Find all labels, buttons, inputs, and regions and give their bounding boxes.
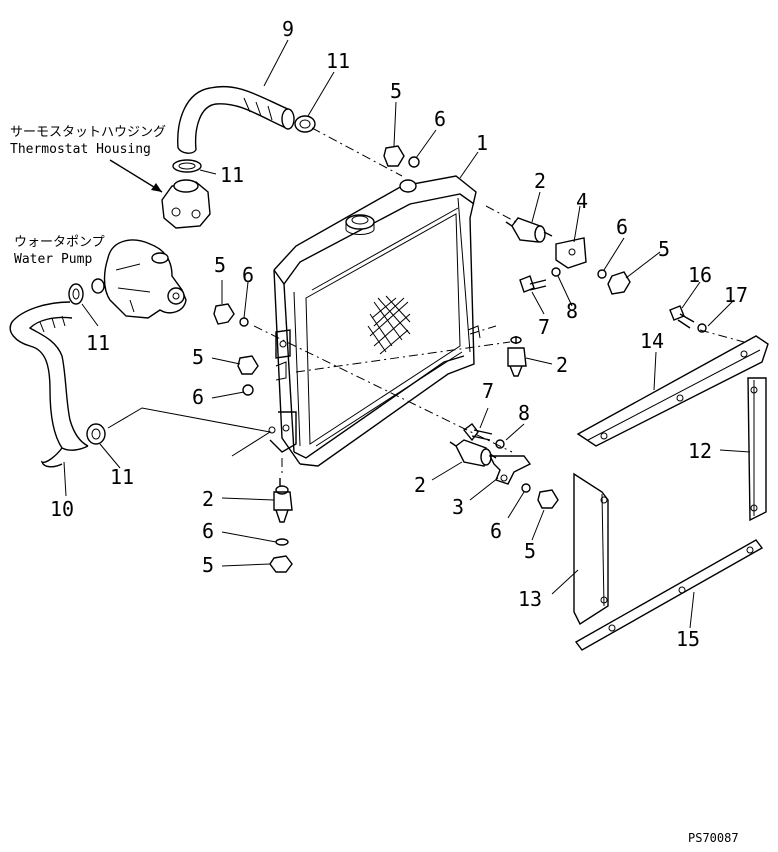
callout-6-right: 6	[616, 215, 628, 239]
nut-5-left-upper	[213, 303, 235, 325]
mount-top-right	[505, 217, 553, 243]
washer-6-bottom	[275, 538, 289, 546]
thermostat-arrowhead	[151, 183, 162, 192]
callout-11-bottom: 11	[110, 465, 134, 489]
callout-1-radiator: 1	[476, 131, 488, 155]
radiator	[268, 175, 481, 467]
callout-5-bottom: 5	[202, 553, 214, 577]
pump-outlet-pipe	[91, 278, 105, 294]
nut-5-lower-right	[537, 489, 559, 509]
washer-6-top-right	[597, 269, 607, 279]
callout-16: 16	[688, 263, 712, 287]
lower-hose	[9, 301, 89, 468]
callout-7-upper: 7	[538, 315, 550, 339]
strip-15	[574, 539, 764, 651]
thermostat-pointer-arrow	[109, 159, 163, 193]
thermostat-label-jp: サーモスタットハウジング	[10, 125, 166, 140]
callout-6-left-middle: 6	[192, 385, 204, 409]
callout-11-pump: 11	[86, 331, 110, 355]
plate-13	[573, 472, 609, 626]
hose-clamp-bottom	[86, 423, 106, 445]
callout-6-bottom: 6	[202, 519, 214, 543]
callout-11-thermostat: 11	[220, 163, 244, 187]
callout-5-left-middle: 5	[192, 345, 204, 369]
water-pump	[103, 239, 187, 319]
callout-10: 10	[50, 497, 74, 521]
callout-4: 4	[576, 189, 588, 213]
callout-15: 15	[676, 627, 700, 651]
radiator-core-hatch	[367, 295, 411, 355]
callout-5-lower-right: 5	[524, 539, 536, 563]
bracket-4	[555, 237, 587, 269]
radiator-upper-inlet	[399, 179, 417, 193]
washer-6-left-upper	[239, 317, 249, 327]
callout-14: 14	[640, 329, 664, 353]
washer-6-left-middle	[242, 384, 254, 396]
mount-right-middle	[507, 336, 527, 377]
callout-17: 17	[724, 283, 748, 307]
upper-hose	[177, 85, 295, 154]
nut-5-top-right	[607, 271, 631, 295]
thermostat-label-en: Thermostat Housing	[10, 142, 151, 157]
callout-6-lower-right: 6	[490, 519, 502, 543]
thermostat-housing	[161, 179, 211, 229]
bolt-16	[669, 305, 695, 329]
mount-bottom	[273, 478, 293, 523]
callout-2-center-lower: 2	[414, 473, 426, 497]
hose-clamp-top	[294, 115, 316, 133]
nut-5-left-middle	[237, 355, 259, 375]
callout-11-upper-hose: 11	[326, 49, 350, 73]
callout-6-top: 6	[434, 107, 446, 131]
callout-8-lower: 8	[518, 401, 530, 425]
leader-lines	[63, 39, 751, 629]
washer-6-lower-right	[521, 483, 531, 493]
callout-9: 9	[282, 17, 294, 41]
callout-7-lower: 7	[482, 379, 494, 403]
callout-6-left-upper: 6	[242, 263, 254, 287]
callout-8-upper: 8	[566, 299, 578, 323]
washer-8-lower	[495, 439, 505, 449]
callout-13: 13	[518, 587, 542, 611]
callout-3: 3	[452, 495, 464, 519]
callout-2-bottom: 2	[202, 487, 214, 511]
bracket-3	[488, 455, 532, 485]
hose-clamp-thermostat	[172, 159, 202, 173]
plate-12	[747, 377, 767, 522]
callout-5-top: 5	[390, 79, 402, 103]
callout-12: 12	[688, 439, 712, 463]
mount-center-lower	[449, 439, 497, 467]
radiator-filler-cap	[345, 214, 375, 235]
bolt-7-upper	[519, 275, 547, 293]
bolt-7-lower	[463, 423, 493, 442]
washer-6-top	[408, 156, 420, 168]
washer-8-upper	[551, 267, 561, 277]
drawing-code: PS70087	[688, 831, 739, 845]
callout-2-top-right: 2	[534, 169, 546, 193]
callout-2-right-middle: 2	[556, 353, 568, 377]
callout-5-left-upper: 5	[214, 253, 226, 277]
assembly-chain-lines	[107, 127, 745, 476]
hose-clamp-pump	[68, 283, 84, 305]
nut-5-top	[383, 145, 405, 167]
guard-14	[576, 335, 769, 447]
water-pump-label-en: Water Pump	[14, 252, 92, 267]
radiator-left-bracket-upper	[275, 329, 291, 381]
nut-5-bottom	[269, 555, 293, 573]
water-pump-label-jp: ウォータポンプ	[14, 235, 105, 250]
callout-5-right: 5	[658, 237, 670, 261]
radiator-left-bracket-lower	[268, 411, 297, 453]
